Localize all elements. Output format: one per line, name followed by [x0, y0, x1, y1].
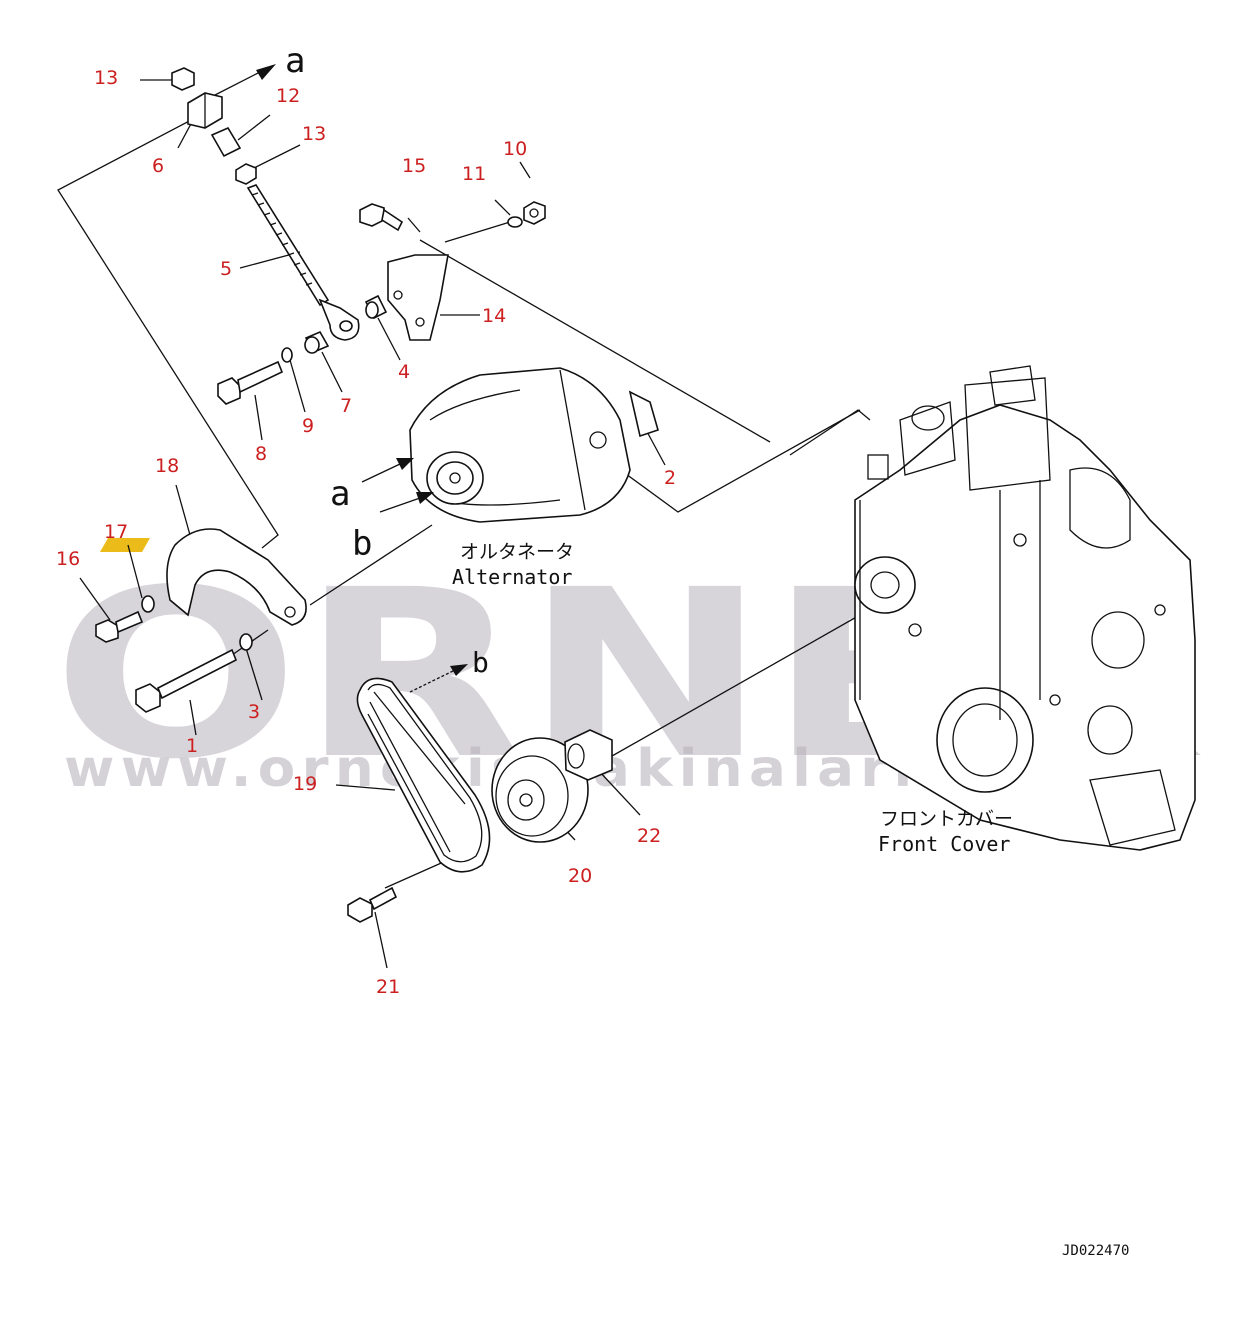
callout-17: 17 [104, 521, 128, 543]
threaded-rod-5 [246, 184, 360, 341]
callout-15: 15 [402, 155, 426, 177]
alternator-label-en: Alternator [452, 565, 572, 589]
ref-a-top: a [285, 41, 305, 81]
adjusting-arm-18 [166, 528, 307, 626]
ref-a-alternator: a [330, 474, 350, 514]
crank-pulley-20 [491, 737, 589, 843]
callout-13-lower: 13 [302, 123, 326, 145]
hex-nut-13-top [171, 67, 195, 91]
callout-1: 1 [186, 735, 198, 757]
callout-4: 4 [398, 361, 410, 383]
swivel-block-6 [187, 92, 223, 129]
callout-8: 8 [255, 443, 267, 465]
spacer-22 [564, 729, 613, 781]
bolt-21 [347, 886, 398, 923]
callout-2: 2 [664, 467, 676, 489]
alternator-label-jp: オルタネータ [460, 541, 574, 563]
callout-9: 9 [302, 415, 314, 437]
washer-17 [141, 595, 155, 613]
callout-19: 19 [293, 773, 317, 795]
callout-3: 3 [248, 701, 260, 723]
leader-lines [79, 79, 666, 969]
callout-10: 10 [503, 138, 527, 160]
clip-2 [628, 390, 659, 438]
washer-9 [281, 347, 293, 363]
bolt-15 [359, 203, 404, 232]
nut-10 [523, 201, 546, 225]
callout-13-top: 13 [94, 67, 118, 89]
front-cover-label-jp: フロントカバー [880, 808, 1013, 830]
callout-6: 6 [152, 155, 164, 177]
front-cover-label-en: Front Cover [878, 832, 1010, 856]
callout-5: 5 [220, 258, 232, 280]
hex-nut-13-lower [235, 163, 257, 185]
long-bolt-1 [135, 648, 238, 713]
callout-22: 22 [637, 825, 661, 847]
callout-16: 16 [56, 548, 80, 570]
washer-11 [507, 216, 523, 228]
callout-20: 20 [568, 865, 592, 887]
ref-b-belt: b [472, 646, 489, 679]
assembly-lines [57, 117, 871, 889]
bolt-8 [217, 360, 284, 405]
washer-3 [239, 633, 253, 651]
drawing-number: JD022470 [1062, 1243, 1129, 1259]
v-belt-19 [356, 677, 491, 873]
bushing-7 [304, 330, 330, 354]
callout-11: 11 [462, 163, 486, 185]
front-cover [854, 365, 1196, 851]
callout-21: 21 [376, 976, 400, 998]
bracket-14 [387, 254, 449, 341]
callout-12: 12 [276, 85, 300, 107]
sleeve-12 [210, 126, 242, 158]
callout-18: 18 [155, 455, 179, 477]
callout-7: 7 [340, 395, 352, 417]
ref-b-alternator: b [352, 524, 372, 564]
bushing-4 [364, 294, 388, 320]
bolt-16 [95, 610, 144, 643]
reference-arrows [214, 64, 468, 693]
alternator [409, 367, 631, 523]
callout-14: 14 [482, 305, 506, 327]
